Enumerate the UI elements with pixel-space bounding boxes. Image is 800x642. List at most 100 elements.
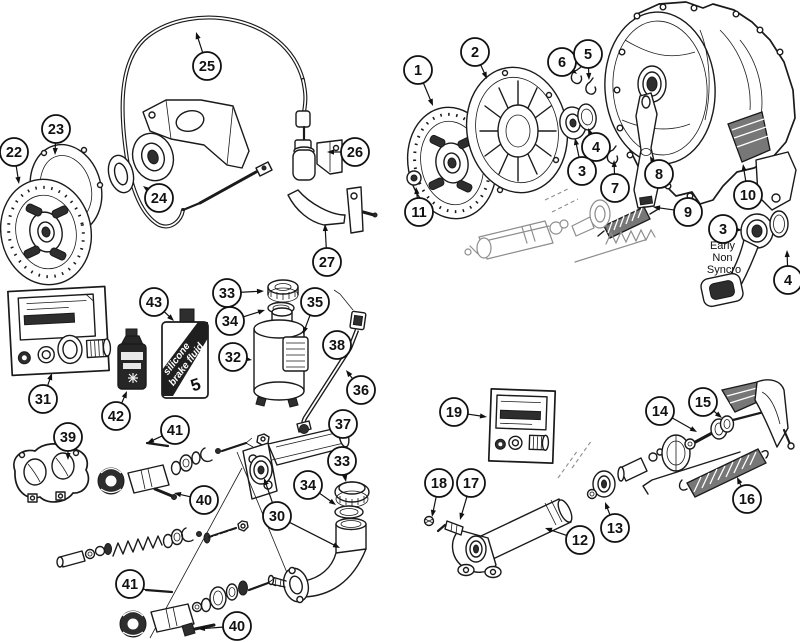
cable-bracket [142,99,250,169]
callout-30-34: 30 [262,478,340,548]
callout-2-7: 2 [460,37,490,79]
svg-text:41: 41 [122,577,138,593]
cable-trunnion [292,139,343,181]
release-bearing-right [559,103,597,140]
internals-row-middle [56,520,249,568]
internals-row-lower [119,577,277,638]
callout-4-18: 4 [773,250,800,295]
callout-15-43: 15 [688,387,722,418]
clamp-bracket [13,443,90,503]
svg-text:36: 36 [353,383,369,399]
callout-3-11: 3 [567,138,597,186]
svg-text:3: 3 [719,222,727,238]
clutch-operating-lever [720,379,795,450]
svg-text:38: 38 [329,338,345,354]
clutch-cable-assembly [0,15,378,286]
master-cylinder-assembly: silicone brake fluid 5 [7,279,370,639]
svg-text:41: 41 [167,423,183,439]
callout-23-1: 23 [41,114,71,155]
internals-row-upper [97,433,270,500]
svg-text:10: 10 [740,188,756,204]
svg-text:4: 4 [784,273,792,289]
callout-38-26: 38 [322,330,352,360]
svg-text:7: 7 [611,181,619,197]
clutch-lever [287,186,378,234]
callout-9-14: 9 [653,197,703,227]
pushrod-pin [145,441,170,448]
svg-text:15: 15 [695,395,711,411]
svg-text:33: 33 [334,454,350,470]
svg-text:34: 34 [300,478,316,494]
callout-40-31: 40 [174,485,219,515]
callout-17-39: 17 [456,468,486,520]
return-spring [597,206,661,239]
reservoir [253,307,309,408]
callout-7-12: 7 [600,160,630,203]
callout-6-8: 6 [547,47,577,77]
svg-text:26: 26 [347,145,363,161]
slave-piston [586,448,664,500]
callout-22-2: 22 [0,137,29,184]
callout-34-33: 34 [293,470,336,505]
callout-3-17: 3 [708,214,742,244]
callout-33-22: 33 [212,278,264,308]
svg-text:8: 8 [655,167,663,183]
callout-10-15: 10 [733,164,763,210]
svg-text:14: 14 [652,404,668,420]
pressure-plate [465,66,569,194]
callout-33-32: 33 [327,446,357,482]
svg-text:27: 27 [319,255,335,271]
callout-31-19: 31 [28,373,58,414]
slave-cylinder-assembly [423,379,795,579]
callout-5-9: 5 [573,39,603,80]
svg-text:34: 34 [222,314,238,330]
callout-11-16: 11 [404,187,434,227]
callout-14-42: 14 [645,396,697,432]
callout-41-30: 41 [147,415,190,445]
callout-42-20: 42 [101,391,131,431]
slave-cylinder [451,439,593,579]
svg-text:16: 16 [739,492,755,508]
callout-39-29: 39 [53,422,83,460]
callout-19-37: 19 [439,397,487,427]
svg-text:11: 11 [411,205,426,221]
ghost-slave-cylinder [464,187,656,263]
callout-43-21: 43 [139,287,174,321]
svg-text:40: 40 [229,619,245,635]
callout-26-4: 26 [327,137,370,167]
svg-text:1: 1 [414,63,422,79]
svg-text:35: 35 [307,295,323,311]
bleed-fitting [423,515,464,536]
svg-text:43: 43 [146,295,162,311]
callout-40-36: 40 [198,611,252,641]
svg-text:2: 2 [471,45,479,61]
slave-spring [642,448,769,498]
callout-37-28: 37 [328,409,358,439]
early-non-syncro-group: Early Non Syncro [700,210,789,308]
clutch-cable [120,15,312,229]
elbow-cap [334,481,370,519]
svg-text:9: 9 [684,205,692,221]
svg-text:23: 23 [48,122,64,138]
svg-text:5: 5 [584,47,592,63]
early-non-syncro-label: Early Non Syncro [707,240,741,276]
svg-text:32: 32 [225,350,241,366]
callout-41-35: 41 [115,569,146,599]
pilot-bush [406,170,422,186]
svg-text:22: 22 [6,145,22,161]
svg-text:37: 37 [335,417,351,433]
svg-text:4: 4 [592,140,600,156]
svg-text:39: 39 [60,430,76,446]
callout-8-13: 8 [644,156,674,189]
callout-24-3: 24 [143,183,174,213]
svg-text:33: 33 [219,286,235,302]
svg-text:31: 31 [35,392,51,408]
svg-text:13: 13 [607,521,623,537]
svg-text:12: 12 [572,533,588,549]
elbow-fitting [267,517,367,604]
fluid-can-small [117,328,147,390]
callout-36-27: 36 [346,370,376,405]
slave-kit-box [487,388,557,464]
